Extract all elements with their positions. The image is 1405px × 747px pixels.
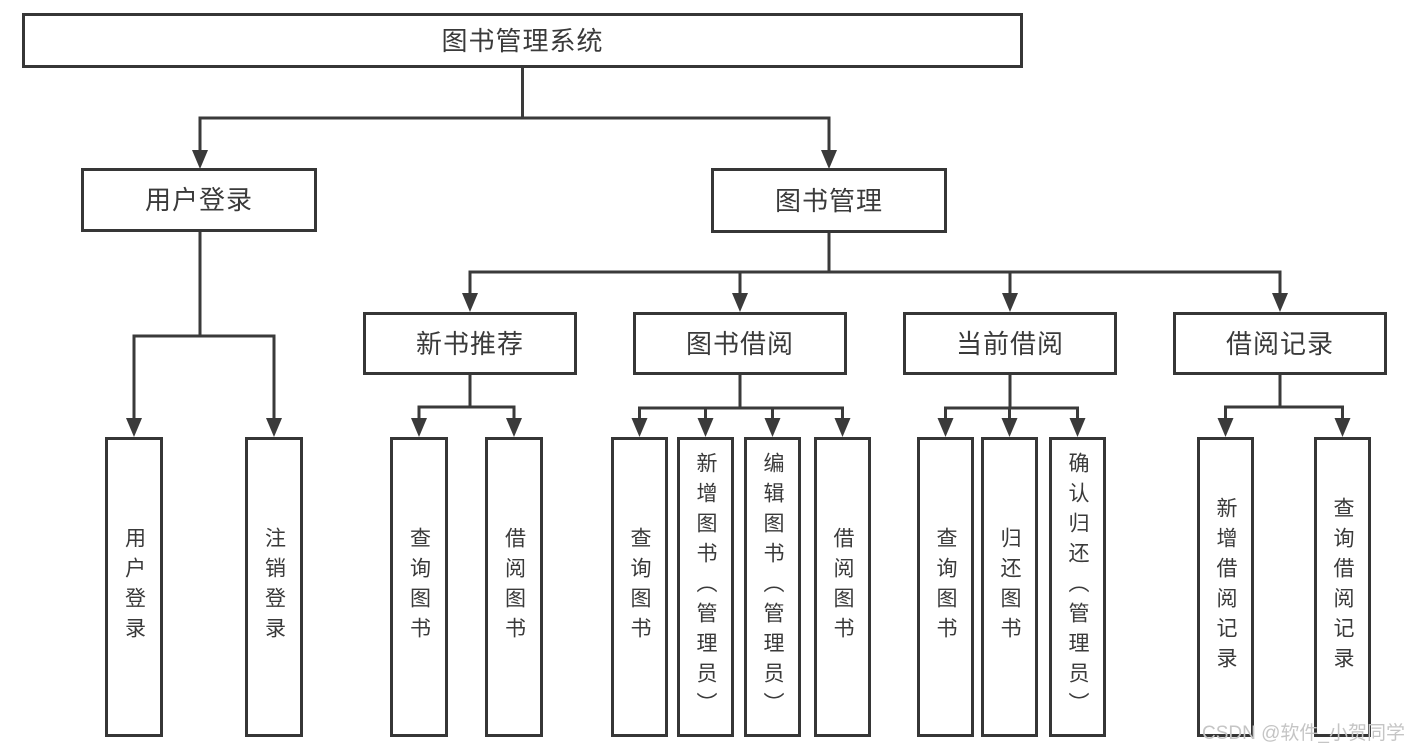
leaf-borrow-books: 借阅图书 xyxy=(814,437,871,737)
leaf-add-borrow-record: 新增借阅记录 xyxy=(1197,437,1254,737)
leaf-borrow-books-recommend: 借阅图书 xyxy=(485,437,543,737)
leaf-user-login: 用户登录 xyxy=(105,437,163,737)
leaf-edit-books-admin: 编辑图书（管理员） xyxy=(744,437,801,737)
leaf-query-books-current: 查询图书 xyxy=(917,437,974,737)
leaf-confirm-return-admin: 确认归还（管理员） xyxy=(1049,437,1106,737)
leaf-query-books-recommend: 查询图书 xyxy=(390,437,448,737)
node-user-login: 用户登录 xyxy=(81,168,317,232)
csdn-watermark: CSDN @软件_小贺同学 xyxy=(1202,723,1405,744)
leaf-logout-login: 注销登录 xyxy=(245,437,303,737)
node-book-borrowing: 图书借阅 xyxy=(633,312,847,375)
node-new-book-recommend: 新书推荐 xyxy=(363,312,577,375)
arrowheads xyxy=(126,150,1351,437)
node-root: 图书管理系统 xyxy=(22,13,1023,68)
leaf-query-borrow-record: 查询借阅记录 xyxy=(1314,437,1371,737)
leaf-return-books: 归还图书 xyxy=(981,437,1038,737)
leaf-add-books-admin: 新增图书（管理员） xyxy=(677,437,734,737)
leaf-query-books-borrowing: 查询图书 xyxy=(611,437,668,737)
node-book-management: 图书管理 xyxy=(711,168,947,233)
node-current-borrowing: 当前借阅 xyxy=(903,312,1117,375)
node-borrowing-records: 借阅记录 xyxy=(1173,312,1387,375)
